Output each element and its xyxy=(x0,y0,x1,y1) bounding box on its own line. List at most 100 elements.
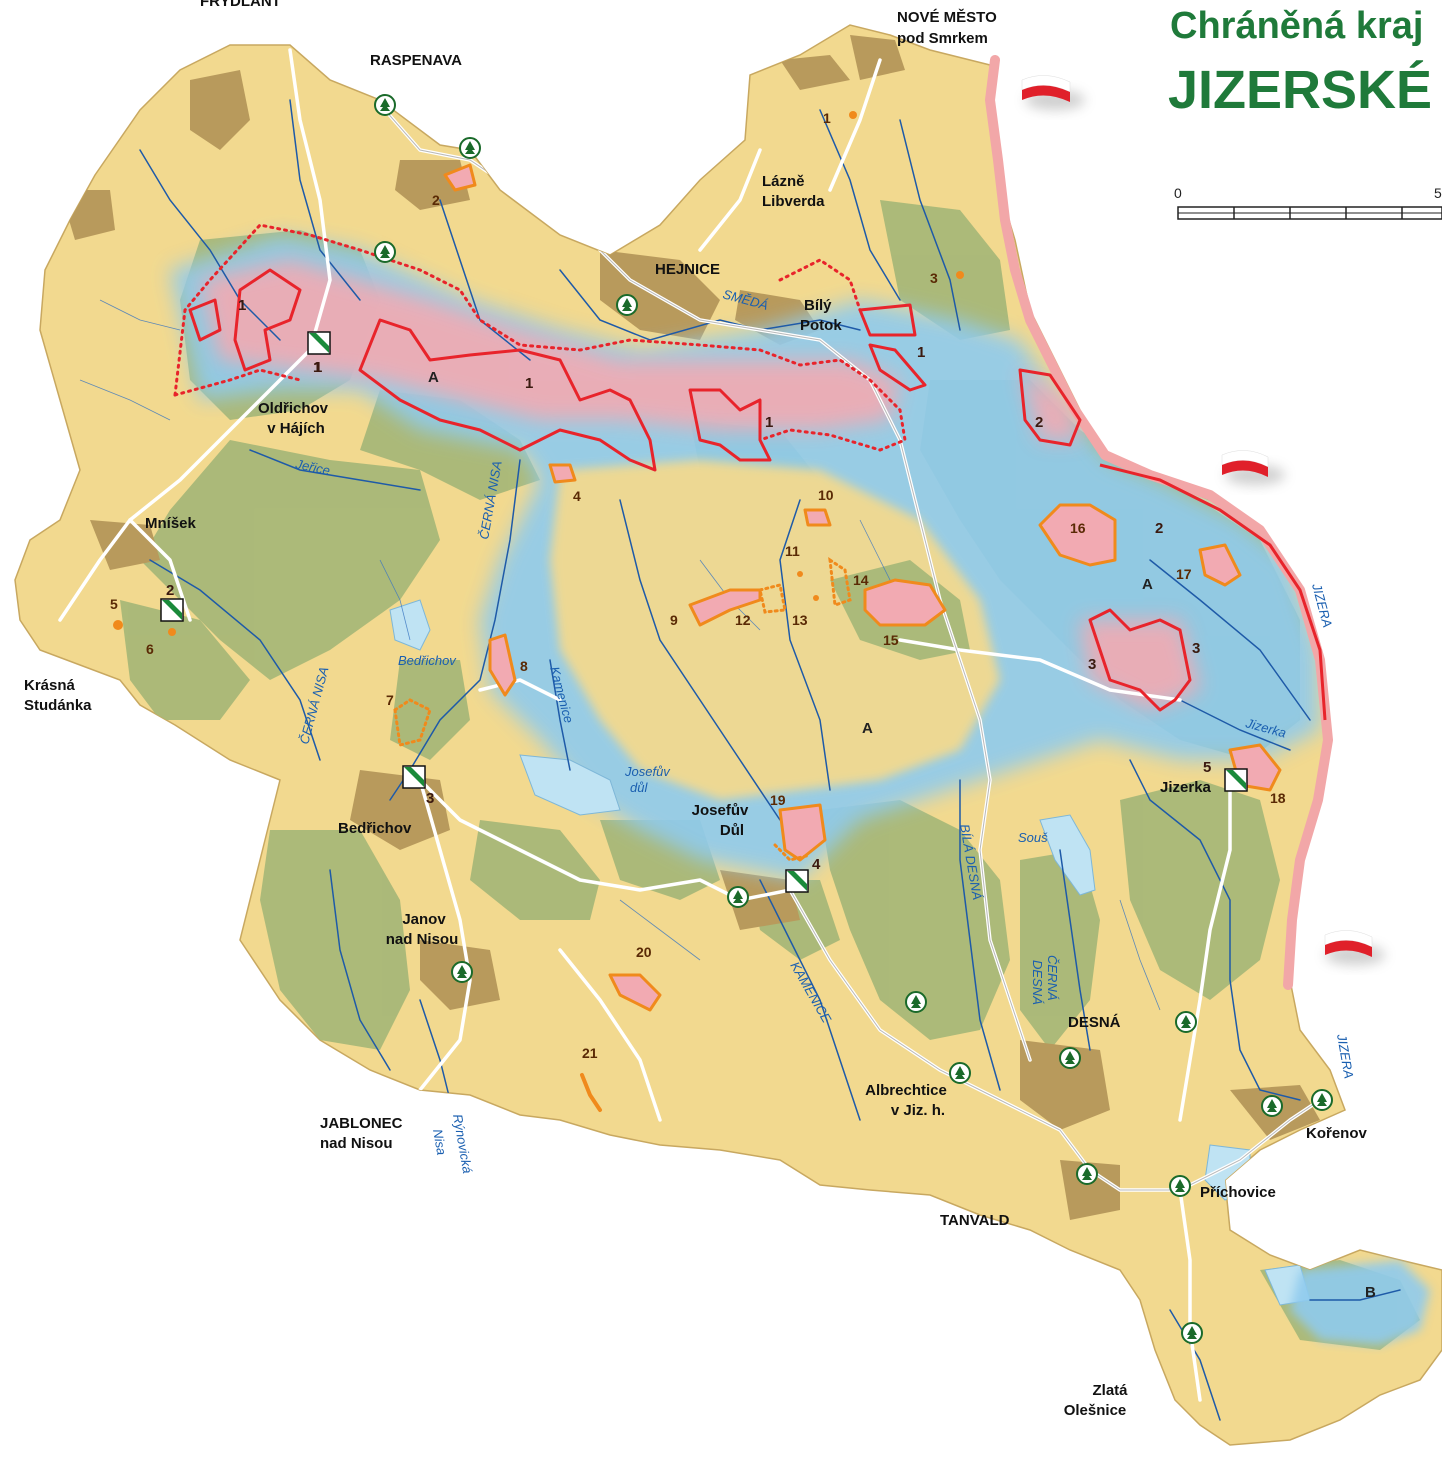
town-label: Mníšek xyxy=(145,515,197,532)
river-label: Jeřice xyxy=(293,456,331,478)
river-label: ČERNÁ xyxy=(1045,955,1060,1001)
river-label: Josefův xyxy=(624,764,671,779)
town-label: v Hájích xyxy=(267,420,325,437)
scale-start: 0 xyxy=(1174,185,1182,201)
reserve-number: 3 xyxy=(930,270,938,286)
forest-office-icon xyxy=(1059,1047,1081,1069)
reserve-number: 2 xyxy=(1155,520,1163,537)
river-label: Souš xyxy=(1018,830,1048,845)
rivers xyxy=(139,99,1401,1421)
reserve-number: 3 xyxy=(1088,656,1096,673)
polish-flag-icon xyxy=(1221,450,1285,485)
town-label: Důl xyxy=(720,822,744,839)
reserve-number: 17 xyxy=(1176,566,1192,582)
town-label: nad Nisou xyxy=(320,1135,393,1152)
town-labels: FRÝDLANT RASPENAVA NOVÉ MĚSTO pod Smrkem… xyxy=(24,0,1368,1419)
zone-b-blue xyxy=(1290,1260,1430,1345)
info-point-icon xyxy=(307,331,331,355)
scale-end: 5 xyxy=(1434,185,1442,201)
info-point-number: 4 xyxy=(812,856,821,873)
river-label: Nisa xyxy=(430,1128,449,1156)
forest-office-icon xyxy=(1076,1163,1098,1185)
scale-bar: 0 5 xyxy=(1174,185,1442,220)
zone-label: A xyxy=(428,369,439,386)
info-point-icon xyxy=(160,598,184,622)
town-label: NOVÉ MĚSTO xyxy=(897,8,997,26)
reserve-number: 1 xyxy=(525,375,533,392)
town-label: Albrechtice xyxy=(865,1082,947,1099)
reserve-number: 2 xyxy=(432,192,440,208)
reserve-number: 10 xyxy=(818,487,834,503)
forest-office-icon xyxy=(459,137,481,159)
river-label: Rýnovická xyxy=(450,1113,475,1175)
reserve-number: 16 xyxy=(1070,520,1086,536)
town-label: RASPENAVA xyxy=(370,52,462,69)
reserve-number: 5 xyxy=(110,596,118,612)
reserve-number: 1 xyxy=(238,297,246,314)
town-label: JABLONEC xyxy=(320,1115,403,1132)
info-point-numbers: 1 2 3 4 5 xyxy=(166,359,1211,873)
forest-office-icon xyxy=(374,94,396,116)
river-label: Bedřichov xyxy=(398,653,457,668)
reserves-orange-dotted xyxy=(393,556,852,862)
title-line-1: Chráněná kraj xyxy=(1170,5,1423,47)
info-point-icon xyxy=(402,765,426,789)
town-label: Jizerka xyxy=(1160,779,1212,796)
reserve-number: 1 xyxy=(313,359,321,376)
town-label: v Jiz. h. xyxy=(891,1102,945,1119)
town-label: Josefův xyxy=(692,802,749,819)
river-label: důl xyxy=(630,780,648,795)
reserve-number: 12 xyxy=(735,612,751,628)
reserve-number: 6 xyxy=(146,641,154,657)
river-label: JIZERA xyxy=(1334,1032,1357,1080)
forest-office-icon xyxy=(1311,1089,1333,1111)
forest-office-icon xyxy=(949,1062,971,1084)
reserve-number: 20 xyxy=(636,944,652,960)
reserve-number: 4 xyxy=(573,488,581,504)
reserve-number: 15 xyxy=(883,632,899,648)
reserve-number: 1 xyxy=(823,110,831,126)
zone-label: A xyxy=(862,720,873,737)
reserve-number: 8 xyxy=(520,658,528,674)
town-label: Bedřichov xyxy=(338,820,412,837)
reserves-red-dotted xyxy=(173,223,907,452)
forest-office-icon xyxy=(905,991,927,1013)
polish-flag-icon xyxy=(1021,75,1085,110)
reserve-number: 19 xyxy=(770,792,786,808)
town-label: TANVALD xyxy=(940,1212,1010,1229)
info-point-number: 2 xyxy=(166,582,174,599)
town-label: FRÝDLANT xyxy=(200,0,281,10)
town-label: nad Nisou xyxy=(386,931,459,948)
reserve-number: 21 xyxy=(582,1045,598,1061)
town-label: Kořenov xyxy=(1306,1125,1368,1142)
reserve-number: 1 xyxy=(917,344,925,361)
zone-label: B xyxy=(1365,1284,1376,1301)
forest-office-icon xyxy=(1169,1175,1191,1197)
town-label: DESNÁ xyxy=(1068,1014,1121,1031)
forest-office-icon xyxy=(374,241,396,263)
reserve-number: 11 xyxy=(785,543,800,559)
reserve-number: 9 xyxy=(670,612,678,628)
reserve-number: 7 xyxy=(386,692,394,708)
info-points xyxy=(160,331,1248,893)
river-label: DESNÁ xyxy=(1030,960,1045,1005)
town-label: Libverda xyxy=(762,193,825,210)
forest-office-icon xyxy=(1175,1011,1197,1033)
reserves-orange-small xyxy=(113,111,964,636)
town-label: Zlatá xyxy=(1092,1382,1128,1399)
zone-a-inner xyxy=(550,460,1000,800)
info-point-number: 1 xyxy=(314,359,322,376)
info-point-icon xyxy=(1224,768,1248,792)
reserves-orange xyxy=(443,163,1282,1012)
town-label: Janov xyxy=(402,911,446,928)
info-point-number: 3 xyxy=(426,790,434,807)
town-label: Krásná xyxy=(24,677,76,694)
town-label: Oldřichov xyxy=(258,400,329,417)
town-label: Příchovice xyxy=(1200,1184,1276,1201)
info-point-number: 5 xyxy=(1203,759,1211,776)
town-label: Potok xyxy=(800,317,842,334)
reserve-number: 3 xyxy=(1192,640,1200,657)
reserve-number: 13 xyxy=(792,612,808,628)
town-label: HEJNICE xyxy=(655,261,720,278)
water-bodies xyxy=(389,599,1311,1306)
